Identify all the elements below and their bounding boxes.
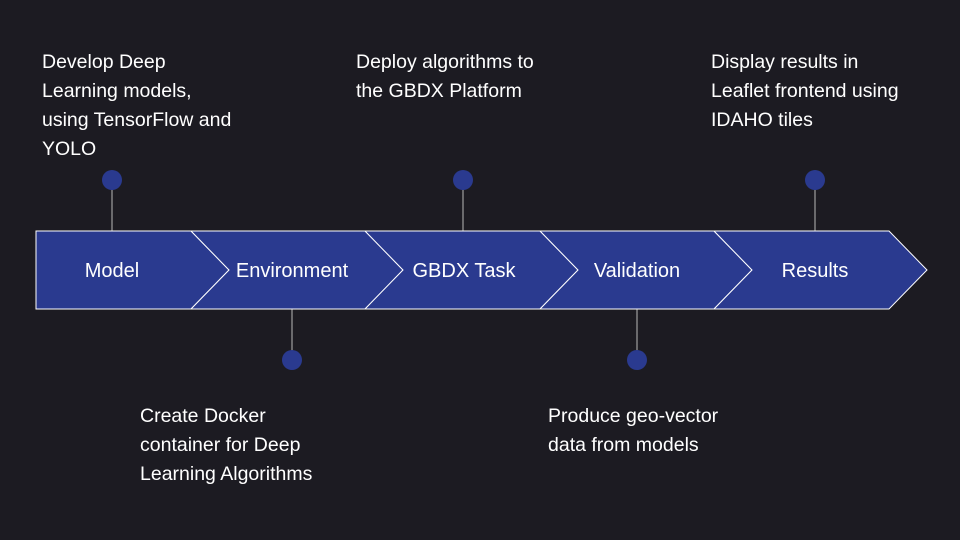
marker-dot-validation [627,350,647,370]
stage-results-shape [712,230,928,310]
marker-dot-environment [282,350,302,370]
stage-label-results: Results [782,260,849,282]
stage-label-environment: Environment [236,260,349,282]
stage-label-validation: Validation [594,260,680,282]
marker-dot-results [805,170,825,190]
stage-note-gbdx-task: Deploy algorithms to the GBDX Platform [356,51,534,102]
stage-note-validation: Produce geo-vector data from models [548,405,719,456]
marker-dot-model [102,170,122,190]
stage-note-environment: Create Docker container for Deep Learnin… [140,405,313,485]
stage-note-results: Display results in Leaflet frontend usin… [711,51,899,131]
stage-label-gbdx-task: GBDX Task [413,260,517,282]
stage-label-model: Model [85,260,139,282]
marker-dot-gbdx-task [453,170,473,190]
stage-note-model: Develop Deep Learning models, using Tens… [42,51,232,160]
